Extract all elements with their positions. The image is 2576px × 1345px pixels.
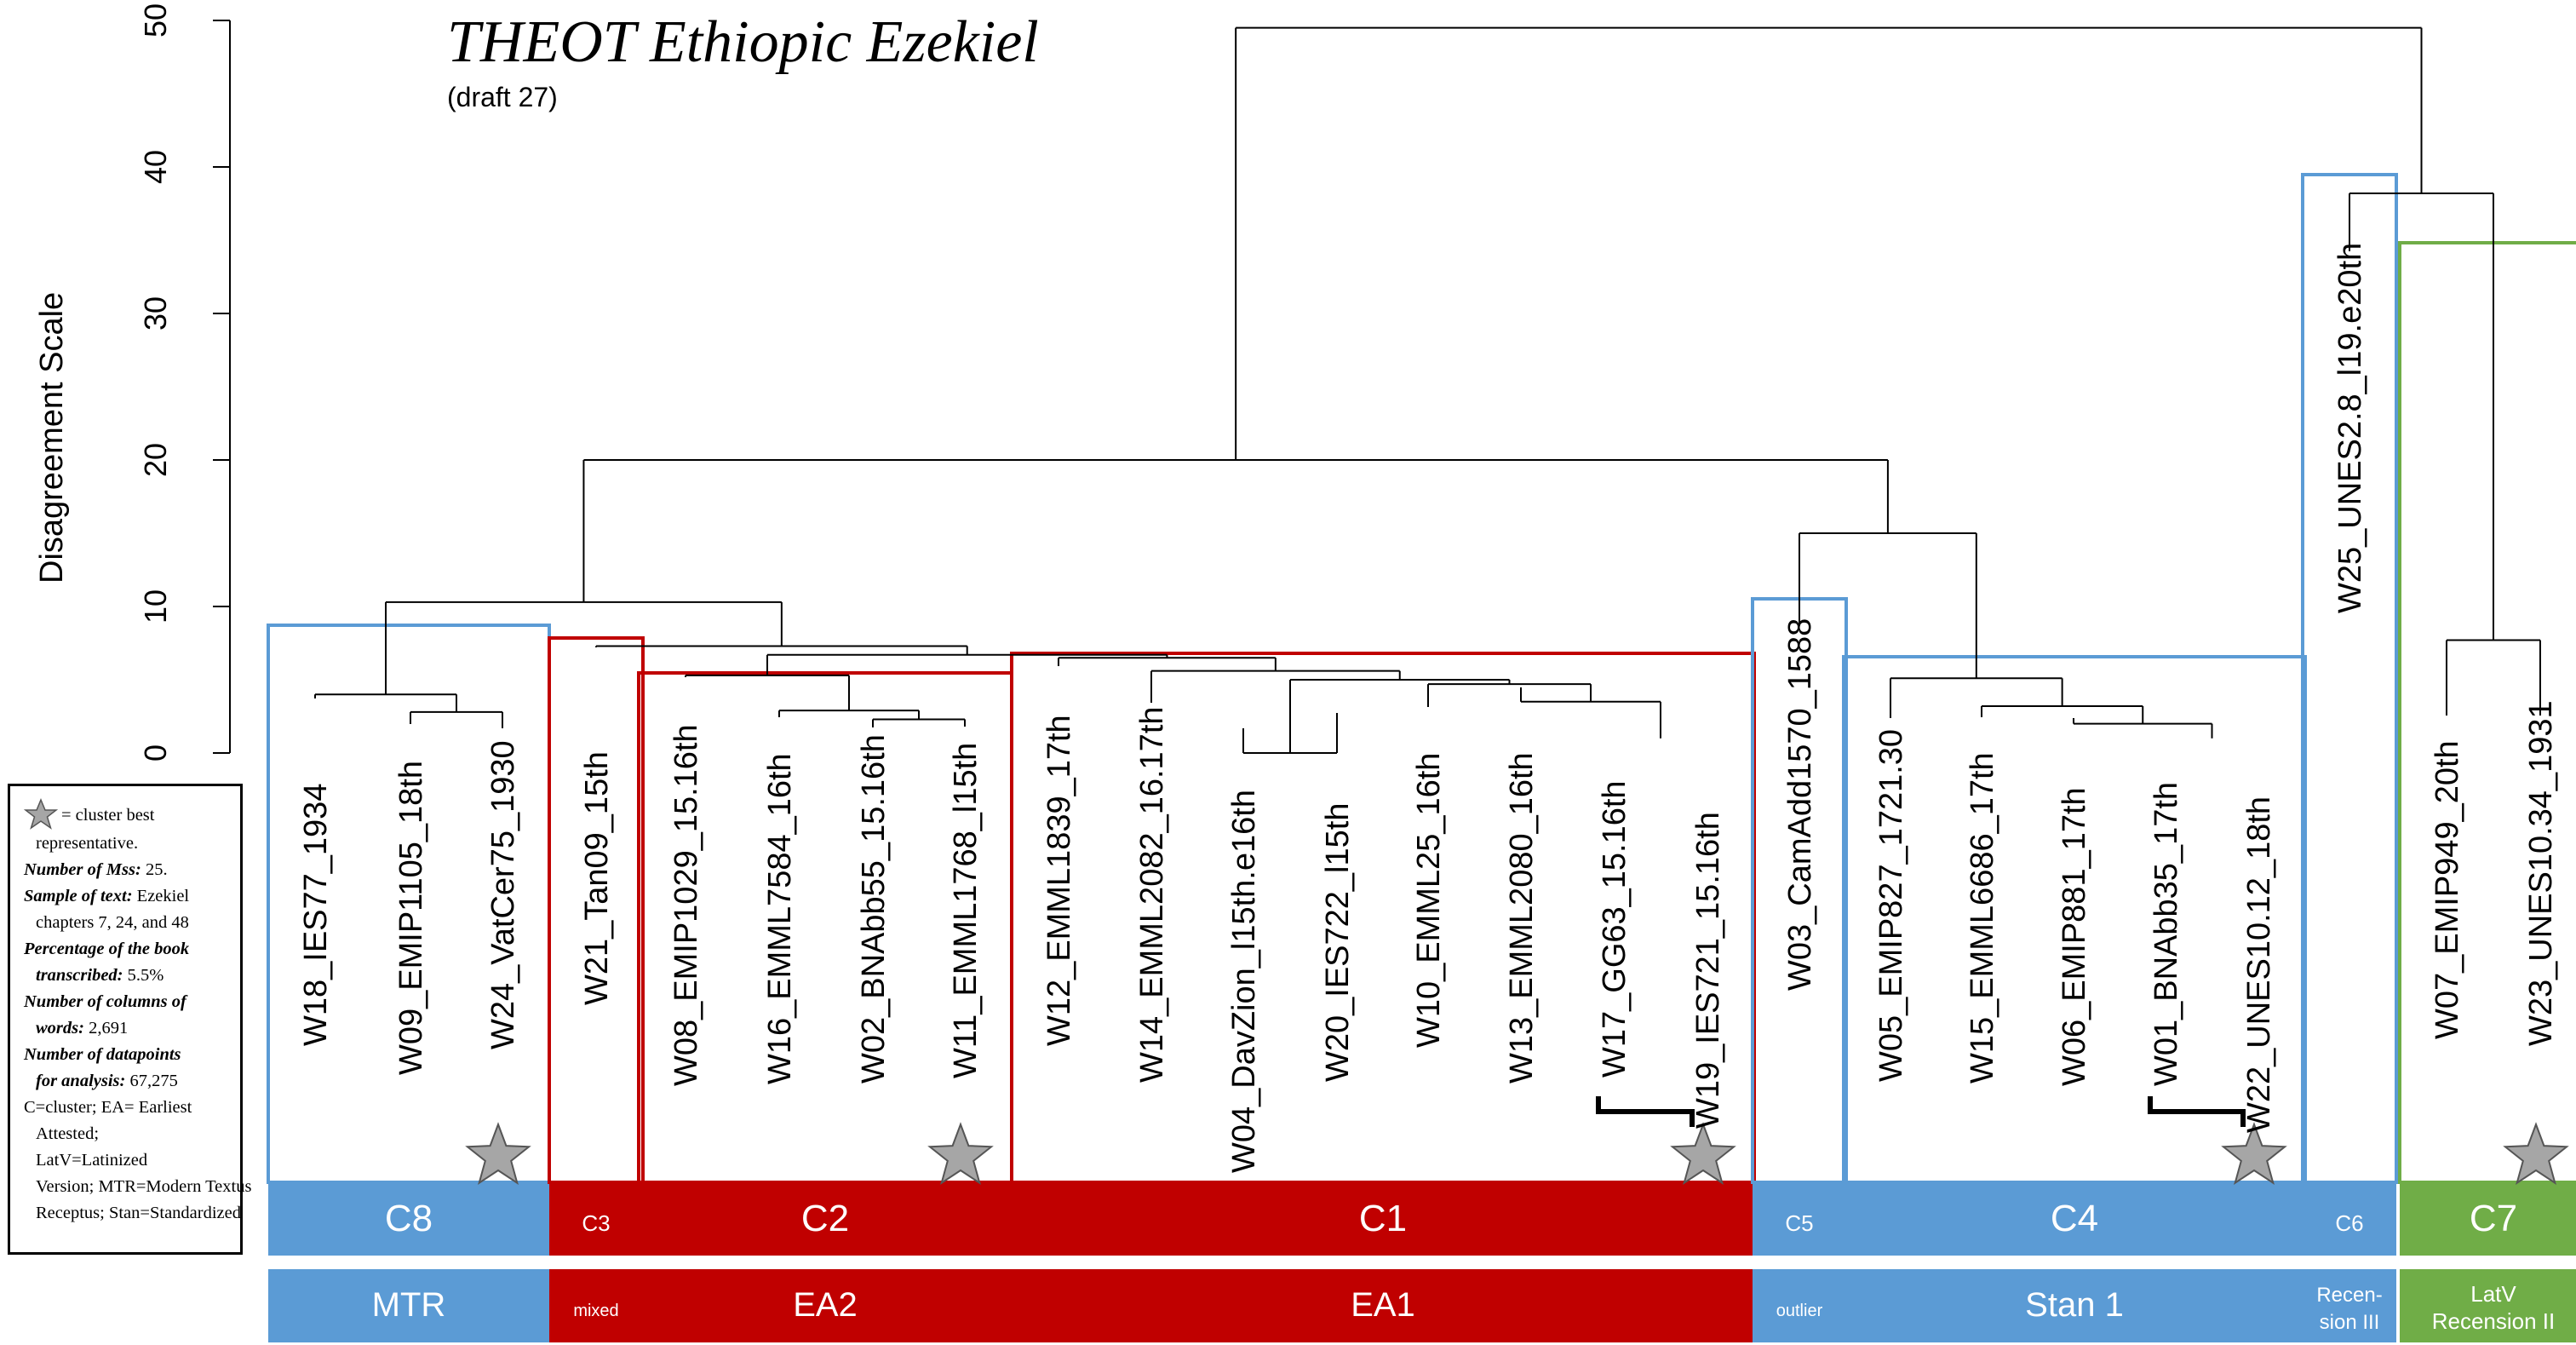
legend-abbr-line-1: Attested; (36, 1124, 100, 1143)
group-band-C7 (2400, 1269, 2576, 1342)
cluster-band-C5 (1753, 1182, 1846, 1256)
leaf-label-W04_DavZion_l15th.e16th: W04_DavZion_l15th.e16th (1226, 790, 1262, 1173)
group-label-C7-2: Recension II (2432, 1308, 2556, 1334)
bracket-1 (2148, 1096, 2246, 1127)
cluster-box-C1 (1010, 652, 1756, 1184)
legend-abbr-line-3: Version; MTR=Modern Textus (36, 1177, 252, 1196)
group-band-C4 (1844, 1269, 2305, 1342)
leaf-label-W09_EMIP1105_18th: W09_EMIP1105_18th (393, 761, 429, 1075)
leaf-label-W02_BNAbb55_15.16th: W02_BNAbb55_15.16th (856, 734, 892, 1083)
y-tick-label-20: 20 (138, 443, 173, 477)
group-band-C3 (549, 1269, 643, 1342)
cluster-label-C3: C3 (582, 1210, 610, 1236)
cluster-label-C5: C5 (1785, 1210, 1813, 1236)
leaf-label-W06_EMIP881_17th: W06_EMIP881_17th (2057, 787, 2092, 1086)
cluster-band-C1 (1012, 1182, 1754, 1256)
legend-abbr-line-0: C=cluster; EA= Earliest (24, 1098, 192, 1117)
cluster-band-C4 (1844, 1182, 2305, 1256)
legend-box: = cluster best representative. Number of… (8, 784, 252, 1255)
leaf-label-W23_UNES10.34_1931: W23_UNES10.34_1931 (2523, 700, 2559, 1046)
leaf-label-W14_EMML2082_16.17th: W14_EMML2082_16.17th (1134, 706, 1170, 1083)
cluster-label-C8: C8 (385, 1198, 433, 1239)
leaf-label-W13_EMML2080_16th: W13_EMML2080_16th (1504, 752, 1540, 1083)
y-tick-label-40: 40 (138, 150, 173, 184)
legend-line-2: Percentage of the book (24, 940, 190, 958)
group-label-C6-2: sion III (2320, 1311, 2380, 1334)
cluster-band-C3 (549, 1182, 643, 1256)
star-icon-C8 (465, 1122, 531, 1185)
leaf-label-W05_EMIP827_1721.30: W05_EMIP827_1721.30 (1873, 729, 1909, 1082)
group-label-C7: LatV (2470, 1281, 2516, 1307)
legend-abbr-line-2: LatV=Latinized (36, 1151, 148, 1170)
y-tick-label-10: 10 (138, 589, 173, 624)
cluster-label-C4: C4 (2051, 1198, 2098, 1239)
star-icon-C4 (2221, 1122, 2287, 1185)
legend-line-3-cont: words: 2,691 (36, 1019, 129, 1037)
star-icon-C2 (927, 1122, 994, 1185)
legend-lines: Number of Mss: 25. Sample of text: Ezekie… (24, 857, 230, 1095)
leaf-label-W01_BNAbb35_17th: W01_BNAbb35_17th (2149, 782, 2184, 1086)
group-label-C5: outlier (1776, 1302, 1823, 1320)
legend-line-2-cont: transcribed: 5.5% (36, 966, 164, 985)
leaf-label-W11_EMML1768_l15th: W11_EMML1768_l15th (948, 743, 984, 1078)
y-tick-label-30: 30 (138, 296, 173, 331)
cluster-band-C7 (2400, 1182, 2576, 1256)
group-label-C3: mixed (573, 1302, 618, 1320)
legend-line-1-cont: chapters 7, 24, and 48 (36, 913, 189, 932)
group-band-C8 (268, 1269, 549, 1342)
star-icon (24, 798, 58, 830)
group-label-C2: EA2 (793, 1286, 858, 1324)
leaf-label-W03_CamAdd1570_1588: W03_CamAdd1570_1588 (1782, 618, 1818, 991)
leaf-label-W24_VatCer75_1930: W24_VatCer75_1930 (485, 740, 521, 1049)
cluster-band-C2 (639, 1182, 1012, 1256)
cluster-band-C6 (2303, 1182, 2396, 1256)
star-icon-C1 (1670, 1122, 1736, 1185)
legend-star-line: = cluster best (24, 798, 230, 831)
group-band-C6 (2303, 1269, 2396, 1342)
leaf-label-W16_EMML7584_16th: W16_EMML7584_16th (762, 753, 798, 1084)
leaf-label-W25_UNES2.8_l19.e20th: W25_UNES2.8_l19.e20th (2332, 243, 2368, 613)
group-label-C8: MTR (372, 1286, 446, 1324)
y-tick-label-0: 0 (138, 744, 173, 762)
group-label-C6: Recen- (2316, 1284, 2382, 1307)
cluster-band-C8 (268, 1182, 549, 1256)
figure-subtitle: (draft 27) (447, 82, 558, 112)
leaf-label-W10_EMML25_16th: W10_EMML25_16th (1411, 753, 1447, 1048)
leaf-label-W18_IES77_1934: W18_IES77_1934 (298, 784, 334, 1046)
bracket-0 (1596, 1096, 1695, 1127)
group-band-C1 (1012, 1269, 1754, 1342)
legend-star-text-1: = cluster best (61, 806, 155, 825)
y-tick-label-50: 50 (138, 3, 173, 37)
cluster-label-C2: C2 (801, 1198, 849, 1239)
star-icon-C7 (2503, 1122, 2569, 1185)
figure-title: THEOT Ethiopic Ezekiel (447, 9, 1039, 75)
leaf-label-W20_IES722_l15th: W20_IES722_l15th (1320, 803, 1356, 1082)
legend-line-1: Sample of text: Ezekiel (24, 887, 190, 905)
leaf-label-W17_GG63_15.16th: W17_GG63_15.16th (1597, 780, 1632, 1078)
cluster-label-C6: C6 (2335, 1210, 2363, 1236)
cluster-label-C1: C1 (1359, 1198, 1407, 1239)
leaf-label-W22_UNES10.12_18th: W22_UNES10.12_18th (2241, 796, 2277, 1133)
leaf-label-W08_EMIP1029_15.16th: W08_EMIP1029_15.16th (668, 724, 704, 1086)
leaf-label-W21_Tan09_15th: W21_Tan09_15th (579, 751, 615, 1005)
legend-line-3: Number of columns of (24, 992, 186, 1011)
leaf-label-W12_EMML1839_17th: W12_EMML1839_17th (1041, 715, 1077, 1046)
group-band-C2 (639, 1269, 1012, 1342)
legend-star-text-2: representative. (36, 834, 139, 853)
cluster-label-C7: C7 (2470, 1198, 2517, 1239)
group-label-C1: EA1 (1351, 1286, 1415, 1324)
legend-abbr-line-4: Receptus; Stan=Standardized (36, 1204, 241, 1222)
leaf-label-W19_IES721_15.16th: W19_IES721_15.16th (1690, 812, 1726, 1129)
leaf-label-W15_EMML6686_17th: W15_EMML6686_17th (1965, 752, 2000, 1083)
legend-line-4: Number of datapoints (24, 1045, 181, 1064)
legend-line-0: Number of Mss: 25. (24, 860, 168, 879)
leaf-label-W07_EMIP949_20th: W07_EMIP949_20th (2430, 740, 2465, 1039)
y-axis-label: Disagreement Scale (34, 291, 70, 583)
group-band-C5 (1753, 1269, 1846, 1342)
legend-line-4-cont: for analysis: 67,275 (36, 1072, 178, 1090)
group-label-C4: Stan 1 (2025, 1286, 2124, 1324)
